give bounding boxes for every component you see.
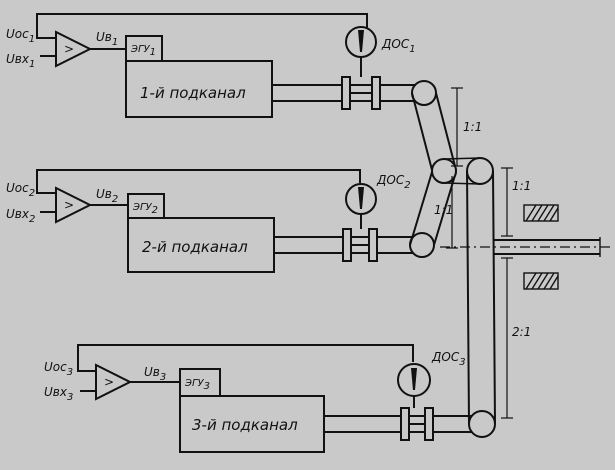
coupling-3a (400, 407, 410, 441)
amp-symbol-3: > (104, 375, 114, 389)
coupling-1b (371, 76, 381, 110)
subchannel-box-1 (125, 60, 273, 118)
coupling-2a (342, 228, 352, 262)
coupling-2b (368, 228, 378, 262)
support-upper (523, 204, 559, 222)
amp-symbol-2: > (64, 198, 74, 212)
feedback-line-1 (36, 13, 368, 39)
label-subchannel-2: 2-й подканал (142, 238, 248, 256)
label-uos-3: Uос3 (44, 360, 73, 378)
label-uv-1: Uв1 (96, 30, 118, 48)
pulley-2 (409, 232, 435, 258)
channel-3: > (77, 344, 496, 453)
subchannel-box-3 (179, 395, 325, 453)
channel-1: > (36, 13, 437, 118)
channel-2: > (36, 169, 435, 273)
label-dos-2: ДОС2 (376, 173, 411, 191)
label-uos-2: Uос2 (6, 181, 35, 199)
belt-mid-top (443, 157, 481, 160)
label-dos-1: ДОС1 (381, 37, 416, 55)
belt-2-left (409, 171, 433, 246)
amp-symbol-1: > (64, 42, 74, 56)
label-subchannel-1: 1-й подканал (140, 84, 246, 102)
amplifier-1 (55, 30, 93, 68)
belt-3-right (492, 170, 496, 425)
label-ratio-middle: 1:1 (434, 203, 453, 217)
belt-1-right (435, 92, 457, 171)
belt-1-left (411, 92, 433, 171)
label-uvh-1: Uвх1 (6, 52, 35, 70)
label-uvh-3: Uвх3 (44, 385, 73, 403)
label-ratio-upper: 1:1 (463, 120, 482, 134)
label-egu-3: ЭГУ3 (184, 378, 210, 392)
coupling-1a (341, 76, 351, 110)
label-uv-3: Uв3 (144, 365, 166, 383)
feedback-line-3 (77, 344, 414, 372)
subchannel-box-2 (127, 217, 275, 273)
label-uos-1: Uос1 (6, 27, 35, 45)
amplifier-3 (95, 363, 133, 401)
sensor-needle-1 (358, 30, 364, 52)
label-egu-1: ЭГУ1 (130, 44, 156, 58)
sensor-needle-2 (358, 187, 364, 209)
coupling-3b (424, 407, 434, 441)
amplifier-2 (55, 186, 93, 224)
label-ratio-lower: 1:1 (512, 179, 531, 193)
dimensions (446, 87, 513, 419)
feedback-line-2 (36, 169, 361, 194)
label-dos-3: ДОС3 (431, 350, 466, 368)
egu-box-1 (125, 35, 163, 62)
label-subchannel-3: 3-й подканал (192, 416, 298, 434)
label-egu-2: ЭГУ2 (132, 202, 158, 216)
label-ratio-output: 2:1 (512, 325, 531, 339)
pulley-1 (411, 80, 437, 106)
label-uvh-2: Uвх2 (6, 207, 35, 225)
belt-mid-bottom (443, 182, 481, 185)
label-uv-2: Uв2 (96, 187, 118, 205)
sensor-needle-3 (411, 368, 417, 390)
pulley-3 (468, 410, 496, 438)
pulley-mid-b (466, 157, 494, 185)
belt-3-left (466, 170, 470, 425)
support-lower (523, 272, 559, 290)
